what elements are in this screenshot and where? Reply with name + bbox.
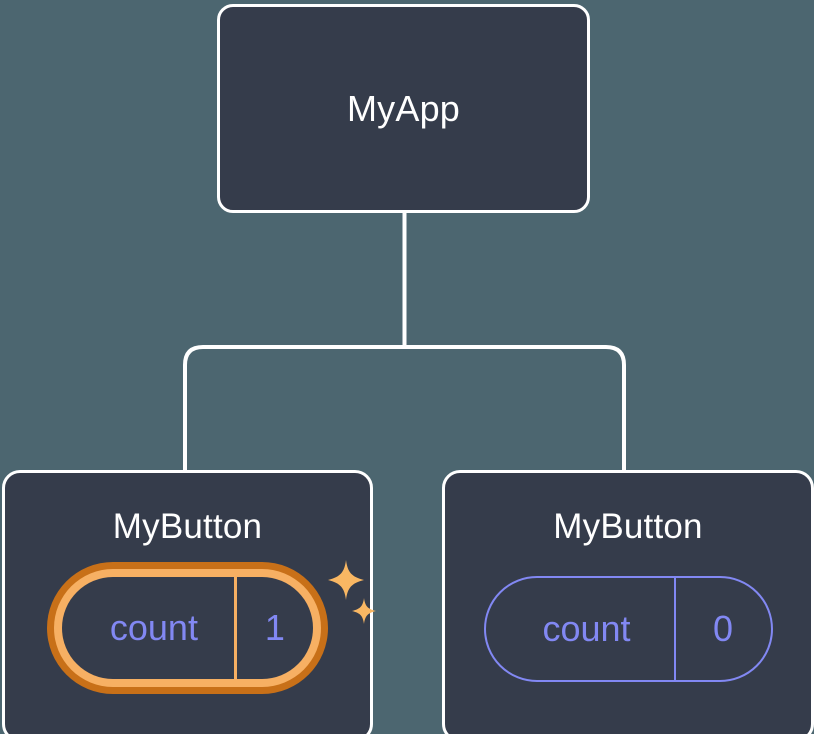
state-pill[interactable]: count 0 [483, 576, 773, 682]
node-title: MyButton [553, 507, 703, 546]
node-title: MyApp [346, 87, 461, 129]
state-value-label: 1 [233, 577, 313, 679]
state-key-label: count [542, 608, 631, 649]
state-value-label: 0 [673, 578, 771, 680]
sparkle-icon-large [328, 560, 364, 600]
state-pill-highlighted[interactable]: count 1 [47, 562, 328, 694]
state-pill-wrapper: count 1 [47, 560, 376, 694]
connector-branch-bar [183, 345, 626, 470]
node-child-mybutton-right[interactable]: MyButton count 0 [442, 470, 814, 734]
node-child-mybutton-left[interactable]: MyButton count 1 [2, 470, 376, 734]
state-pill-glow-ring: count 1 [54, 569, 321, 687]
node-root-myapp[interactable]: MyApp [217, 4, 590, 213]
state-pill-wrapper: count 0 [483, 576, 773, 682]
state-pill-core: count 1 [62, 577, 313, 679]
node-title: MyButton [112, 507, 263, 546]
sparkle-icon-small [352, 598, 376, 624]
state-key-label: count [109, 607, 198, 648]
